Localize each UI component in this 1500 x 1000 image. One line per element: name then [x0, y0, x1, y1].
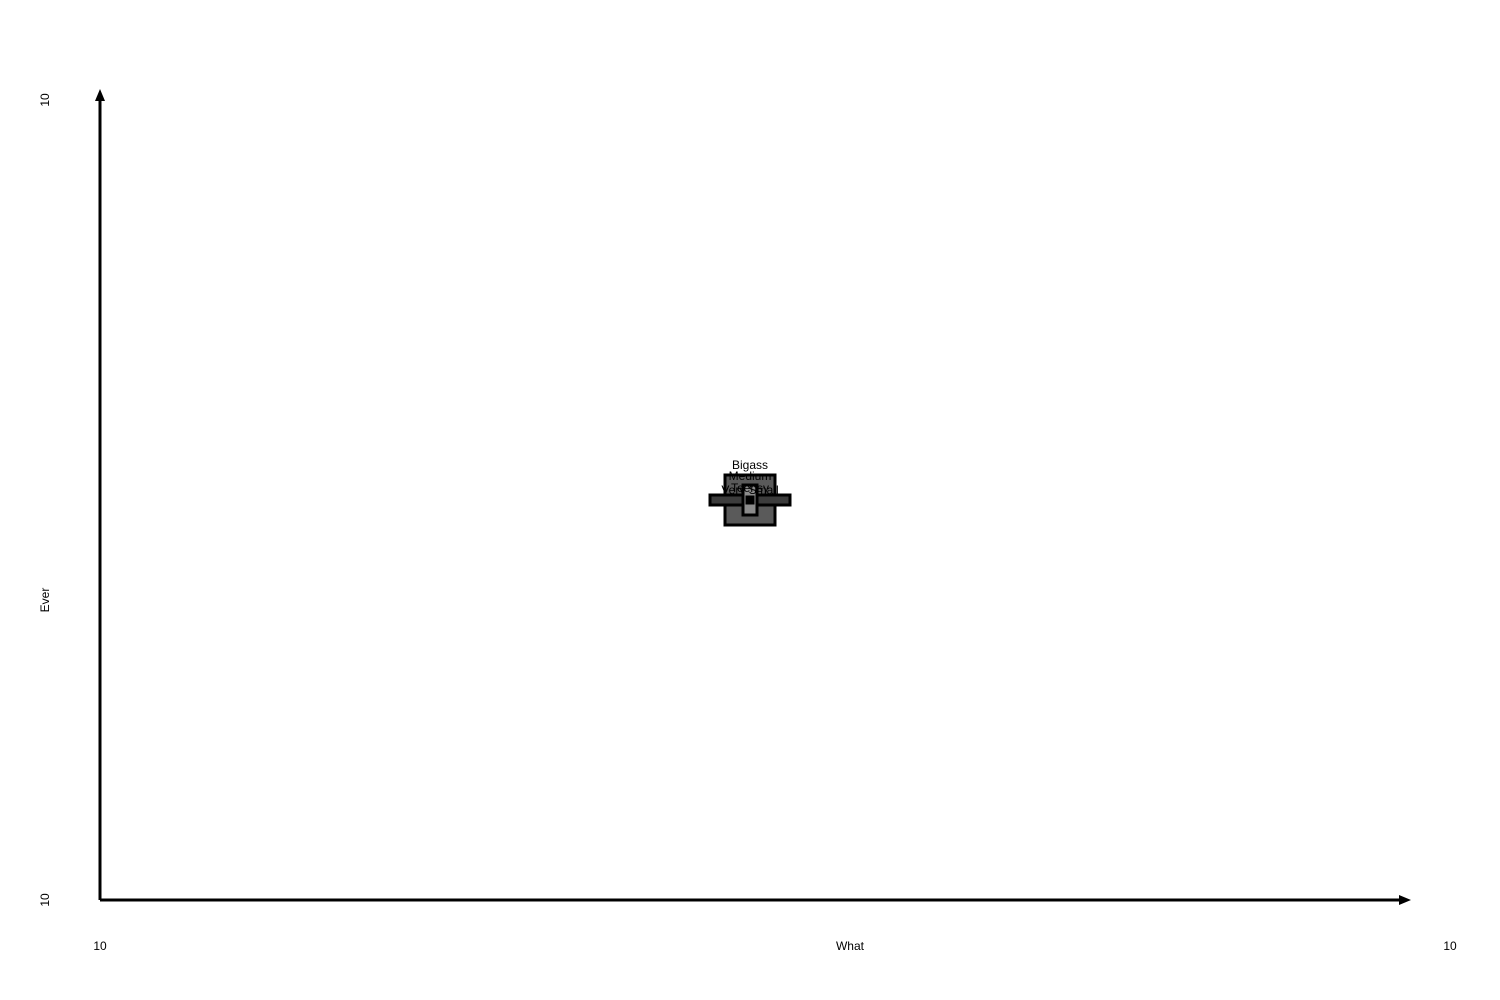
- label-very-small: Very Small: [721, 483, 778, 497]
- x-tick-max: 10: [1443, 939, 1457, 953]
- y-axis-arrow: [95, 89, 105, 101]
- axes: [95, 89, 1411, 905]
- y-tick-min: 10: [38, 893, 52, 907]
- x-axis-arrow: [1399, 895, 1411, 905]
- label-medium: Medium: [729, 469, 772, 483]
- label-bigass: Bigass: [732, 458, 768, 472]
- x-tick-min: 10: [93, 939, 107, 953]
- point-very-small: [745, 495, 755, 505]
- x-axis-label: What: [836, 939, 865, 953]
- label-teensy: Teensy: [731, 481, 769, 495]
- y-axis-label: Ever: [38, 588, 52, 613]
- y-tick-max: 10: [38, 93, 52, 107]
